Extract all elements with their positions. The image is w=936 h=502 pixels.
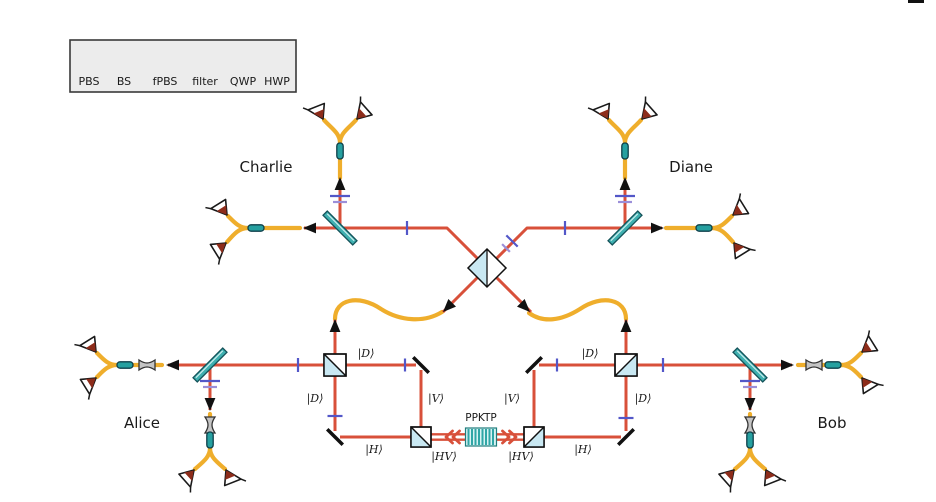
detector-charlie-up-right <box>356 96 373 120</box>
party-label-diane: Diane <box>669 158 713 176</box>
arrow-center-downleft <box>443 298 457 312</box>
arrow-alice-left <box>166 359 179 371</box>
ppktp-label: PPKTP <box>465 412 496 424</box>
diane-up-fpbs <box>621 142 629 160</box>
fiber-charlie-up-split-right <box>337 117 359 146</box>
bob-bs-plate <box>732 347 768 383</box>
alice-down-fpbs <box>206 431 214 449</box>
party-label-alice: Alice <box>124 414 160 432</box>
central-pbs-diamond <box>466 247 508 289</box>
beam-charlie-to-center-to-rightfiber <box>340 226 533 314</box>
pump-arrow-right-1 <box>501 429 511 445</box>
bob-right-filter <box>805 358 823 372</box>
rightloop-bottomright-mirror <box>616 427 636 447</box>
fiber-rightloop-to-center <box>526 298 629 322</box>
pump-right-pbs <box>523 426 545 448</box>
detector-alice-down-right <box>223 469 247 487</box>
arrow-bob-down <box>744 398 756 411</box>
detector-alice-left-bottom <box>79 377 97 400</box>
cropped-edge-mark <box>908 0 924 3</box>
legend-label-hwp: HWP <box>264 75 290 88</box>
legend-panel: PBS BS fPBS filter QWP HWP <box>69 39 297 93</box>
party-label-charlie: Charlie <box>240 158 293 176</box>
alice-left-fpbs <box>116 361 134 369</box>
detector-diane-up-left <box>587 102 611 120</box>
arrow-rightloop-up <box>620 319 632 332</box>
pump-beam-right <box>497 433 524 441</box>
state-label-3: |H⟩ <box>365 443 383 457</box>
legend-label-bs: BS <box>117 75 131 88</box>
state-label-8: |HV⟩ <box>431 450 457 464</box>
detector-diane-right-top <box>732 193 750 216</box>
arrow-center-downright <box>516 298 530 312</box>
charlie-bs-plate <box>322 210 358 246</box>
diane-right-fpbs <box>695 224 713 232</box>
bob-right-fpbs <box>824 361 842 369</box>
detector-bob-down-left <box>718 469 735 493</box>
ppktp-crystal <box>464 427 498 447</box>
state-label-0: |D⟩ <box>358 347 375 361</box>
rightloop-top-pbs <box>614 353 638 377</box>
state-label-6: |D⟩ <box>635 392 652 406</box>
leftloop-bottomleft-mirror <box>325 427 345 447</box>
detector-bob-right-top <box>861 330 879 353</box>
alice-left-filter <box>138 358 156 372</box>
legend-label-pbs: PBS <box>79 75 100 88</box>
arrow-alice-down <box>204 398 216 411</box>
pump-left-pbs <box>410 426 432 448</box>
leftloop-topright-mirror <box>411 355 431 375</box>
charlie-left-fpbs <box>247 224 265 232</box>
bob-down-fpbs <box>746 431 754 449</box>
pump-arrow-right-2 <box>508 429 518 445</box>
state-label-9: |HV⟩ <box>508 450 534 464</box>
arrow-charlie-left <box>303 222 316 234</box>
arrow-charlie-up <box>334 177 346 190</box>
detector-alice-left-top <box>74 335 97 353</box>
detector-charlie-up-left <box>302 102 326 120</box>
detector-charlie-left-bottom <box>209 242 227 265</box>
bob-down-filter <box>743 416 757 434</box>
detector-alice-down-left <box>178 469 195 493</box>
detector-diane-up-right <box>641 96 658 120</box>
fiber-diane-up-split-right <box>622 117 644 146</box>
detector-bob-down-right <box>763 469 787 487</box>
legend-label-filter: filter <box>192 75 218 88</box>
charlie-up-fpbs <box>336 142 344 160</box>
fiber-diane-right-split-bottom <box>709 225 736 245</box>
state-label-1: |D⟩ <box>307 392 324 406</box>
legend-box <box>69 39 297 93</box>
fiber-leftloop-to-center <box>332 298 445 322</box>
fiber-alice-left-split-bottom <box>94 362 120 380</box>
detector-charlie-left-top <box>205 198 228 216</box>
state-label-7: |H⟩ <box>574 443 592 457</box>
leftloop-top-pbs <box>323 353 347 377</box>
fiber-bob-down-split-right <box>747 445 768 472</box>
alice-down-filter <box>203 416 217 434</box>
rightloop-topleft-mirror <box>524 355 544 375</box>
state-label-4: |D⟩ <box>582 347 599 361</box>
state-label-5: |V⟩ <box>504 392 520 406</box>
state-label-2: |V⟩ <box>428 392 444 406</box>
legend-label-fpbs: fPBS <box>153 75 178 88</box>
diane-bs-plate <box>607 210 643 246</box>
arrow-diane-up <box>619 177 631 190</box>
detector-diane-right-bottom <box>733 242 756 260</box>
fiber-bob-right-split-bottom <box>838 362 864 380</box>
party-label-bob: Bob <box>818 414 847 432</box>
arrow-leftloop-up <box>329 319 341 332</box>
hwp-center-diagonal <box>505 234 519 248</box>
qwp-center-diagonal <box>501 243 511 253</box>
legend-label-qwp: QWP <box>230 75 257 88</box>
fiber-charlie-left-split-bottom <box>224 225 251 245</box>
detector-bob-right-bottom <box>861 377 884 395</box>
arrow-bob-right <box>781 359 794 371</box>
fiber-alice-down-split-right <box>207 445 228 472</box>
arrow-diane-right <box>651 222 664 234</box>
pump-arrow-left-1 <box>444 429 454 445</box>
alice-bs-plate <box>192 347 228 383</box>
pump-arrow-left-2 <box>451 429 461 445</box>
